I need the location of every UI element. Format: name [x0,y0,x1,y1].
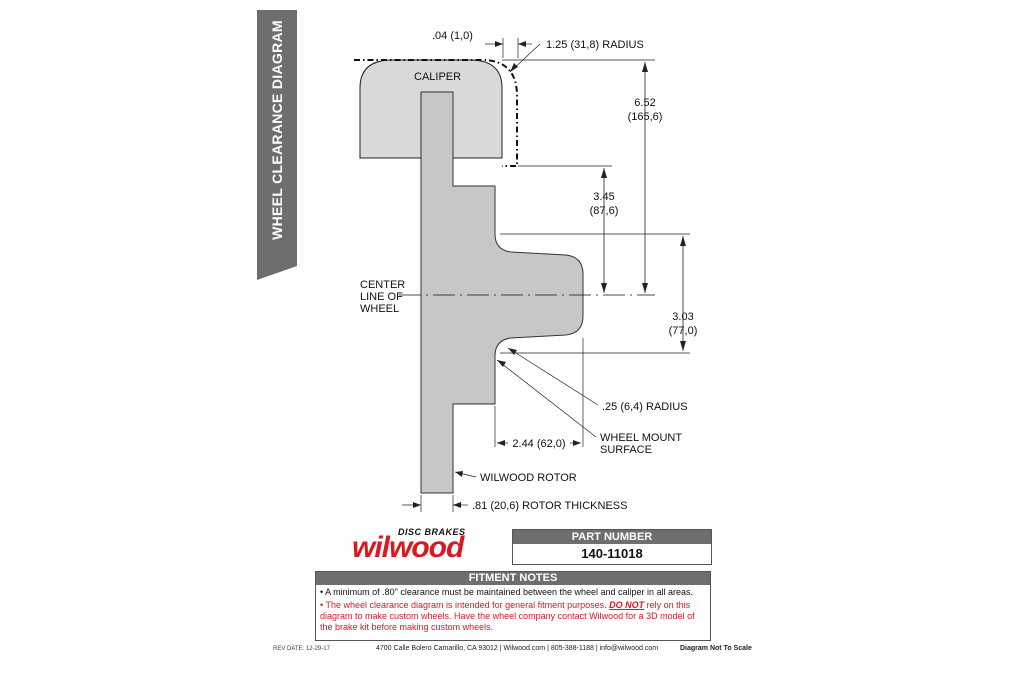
centerline-label-3: WHEEL [360,303,399,315]
dim-upper-mm: (87,6) [590,205,619,217]
mount-surface-leader [496,359,597,438]
dim-total-arrow-top [642,62,648,72]
dim-lower-mm: (77,0) [669,325,698,337]
rotor-thickness-label: .81 (20,6) ROTOR THICKNESS [472,500,627,512]
small-radius-arrow [508,348,517,355]
small-radius-label: .25 (6,4) RADIUS [602,401,688,413]
fitment-note-2: • The wheel clearance diagram is intende… [320,600,706,633]
mount-surface-label-1: WHEEL MOUNT [600,432,682,444]
offset-label: .04 (1,0) [432,30,473,42]
fitment-note-2-start: • The wheel clearance diagram is intende… [320,600,610,610]
centerline-label-1: CENTER [360,279,405,291]
part-number-header: PART NUMBER [513,530,711,544]
part-number-value: 140-11018 [581,546,643,561]
footer-address: 4700 Calle Bolero Camarillo, CA 93012 | … [376,645,659,652]
dim-lower-arrow-bottom [680,341,686,351]
mount-surface-arrow [497,360,506,367]
centerline-label-2: LINE OF [360,291,403,303]
fitment-notes-body: • A minimum of .80" clearance must be ma… [316,585,710,633]
dim-upper-arrow-bottom [601,283,607,293]
fitment-note-1: • A minimum of .80" clearance must be ma… [320,587,694,597]
rotor-label: WILWOOD ROTOR [480,472,577,484]
caliper-label: CALIPER [414,71,461,83]
wilwood-logo: wilwood DISC BRAKES [352,527,477,564]
top-radius-arrow [510,63,518,72]
dim-lower-in: 3.03 [672,311,693,323]
sidebar-banner [257,10,297,266]
sidebar-notch [257,266,297,280]
dim-offset-arrow-right [518,41,526,47]
rotor-arrow [455,471,463,477]
dim-total-arrow-bottom [642,283,648,293]
fitment-note-2-end: rely on this diagram to make custom whee… [320,600,695,632]
dim-rotor-arrow-left [413,502,421,508]
part-number-box: PART NUMBER 140-11018 [512,529,712,565]
dim-total-in: 6.52 [634,97,655,109]
fitment-notes: FITMENT NOTES • A minimum of .80" cleara… [315,571,711,641]
mount-width-label: 2.44 (62,0) [512,438,565,450]
mount-surface-label-2: SURFACE [600,444,652,456]
dim-mount-arrow-right [573,440,581,446]
footer-scale-note: Diagram Not To Scale [680,645,752,652]
dim-mount-arrow-left [497,440,505,446]
dim-upper-in: 3.45 [593,191,614,203]
logo-subtitle: DISC BRAKES [398,527,466,537]
fitment-notes-header: FITMENT NOTES [316,572,710,585]
dim-lower-arrow-top [680,236,686,246]
dim-rotor-arrow-right [453,502,461,508]
rotor-hub-shape [420,91,584,494]
dim-offset-arrow-left [495,41,503,47]
small-radius-leader [507,347,599,406]
fitment-note-2-emphasis: DO NOT [609,600,645,610]
footer-rev-date: REV DATE: 12-29-17 [273,646,330,652]
clearance-envelope [354,59,518,167]
dim-total-mm: (165,6) [628,111,663,123]
top-radius-label: 1.25 (31,8) RADIUS [546,39,644,51]
dim-upper-arrow-top [601,168,607,178]
logo-wordmark: wilwood [352,531,464,564]
